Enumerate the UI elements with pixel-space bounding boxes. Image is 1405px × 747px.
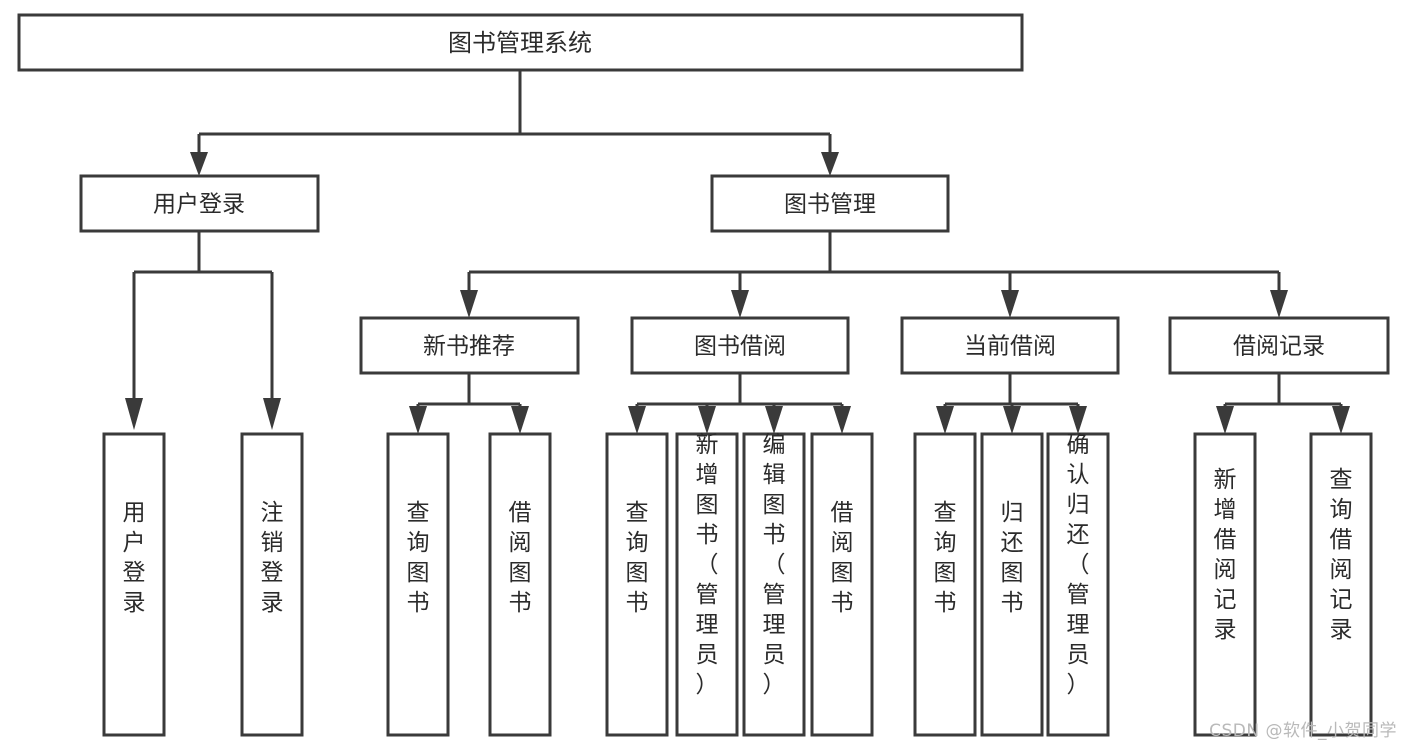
leaf-user-login-label: 用户登录 [123,500,146,616]
leaf-edit-book[interactable]: 编辑图书（管理员） [742,432,806,737]
leaf-query-book-1-box[interactable] [386,432,450,737]
node-borrow-record[interactable]: 借阅记录 [1168,316,1390,375]
leaf-borrow-book-2-label: 借阅图书 [831,500,854,616]
node-root[interactable]: 图书管理系统 [17,13,1024,72]
leaf-query-book-2-box[interactable] [605,432,669,737]
arrowhead-borrow-record [1270,290,1288,318]
node-borrow-record-box[interactable] [1168,316,1390,375]
node-borrow-record-label: 借阅记录 [1233,334,1325,360]
node-new-book-rec-label: 新书推荐 [423,334,515,360]
node-new-book-rec[interactable]: 新书推荐 [359,316,580,375]
arrowhead-leaf-add-record [1216,406,1234,434]
leaf-borrow-book-1-box[interactable] [488,432,552,737]
leaf-user-logout-box[interactable] [240,432,304,737]
leaf-query-book-2[interactable]: 查询图书 [605,432,669,737]
node-book-manage[interactable]: 图书管理 [710,174,950,233]
arrowhead-book-manage [821,152,839,176]
leaf-user-logout-label: 注销登录 [261,500,284,616]
leaf-edit-book-box[interactable] [742,432,806,737]
leaf-edit-book-label: 编辑图书（管理员） [763,432,786,698]
node-book-manage-label: 图书管理 [784,192,876,218]
leaf-confirm-return-label: 确认归还（管理员） [1067,432,1090,698]
arrowhead-leaf-query-record [1332,406,1350,434]
arrowhead-leaf-edit-book [765,406,783,434]
leaf-query-book-3-box[interactable] [913,432,977,737]
leaf-borrow-book-1-label: 借阅图书 [509,500,532,616]
leaf-query-book-1-label: 查询图书 [407,500,430,616]
leaf-confirm-return-box[interactable] [1046,432,1110,737]
leaf-query-book-1[interactable]: 查询图书 [386,432,450,737]
node-book-borrow-box[interactable] [630,316,850,375]
leaf-borrow-book-2[interactable]: 借阅图书 [810,432,874,737]
arrowhead-leaf-query-book-3 [936,406,954,434]
leaf-borrow-book-1[interactable]: 借阅图书 [488,432,552,737]
node-book-borrow-label: 图书借阅 [694,334,786,360]
node-new-book-rec-box[interactable] [359,316,580,375]
node-user-login[interactable]: 用户登录 [79,174,320,233]
arrowhead-leaf-return-book [1003,406,1021,434]
leaf-query-record-label: 查询借阅记录 [1330,467,1353,643]
arrowhead-user-login [190,152,208,176]
leaf-add-record[interactable]: 新增借阅记录 [1193,432,1257,737]
node-root-box[interactable] [17,13,1024,72]
arrowhead-leaf-add-book [698,406,716,434]
leaf-add-book[interactable]: 新增图书（管理员） [675,432,739,737]
arrowhead-leaf-confirm-return [1069,406,1087,434]
arrowhead-book-borrow [731,290,749,318]
arrowhead-leaf-borrow-book-2 [833,406,851,434]
arrowhead-leaf-query-book-1 [409,406,427,434]
leaf-return-book[interactable]: 归还图书 [980,432,1044,737]
leaf-add-book-label: 新增图书（管理员） [696,432,719,698]
node-current-borrow-label: 当前借阅 [964,334,1056,360]
leaf-confirm-return[interactable]: 确认归还（管理员） [1046,432,1110,737]
arrowhead-new-book-rec [460,290,478,318]
arrowhead-current-borrow [1001,290,1019,318]
leaf-query-book-3-label: 查询图书 [934,500,957,616]
leaf-return-book-label: 归还图书 [1001,500,1024,616]
connector-group [125,70,1350,434]
leaf-user-logout[interactable]: 注销登录 [240,432,304,737]
arrowhead-leaf-user-login [125,398,143,430]
node-book-borrow[interactable]: 图书借阅 [630,316,850,375]
arrowhead-leaf-user-logout [263,398,281,430]
leaf-user-login[interactable]: 用户登录 [102,432,166,737]
node-book-manage-box[interactable] [710,174,950,233]
arrowhead-leaf-borrow-book-1 [511,406,529,434]
node-current-borrow-box[interactable] [900,316,1120,375]
leaf-query-book-3[interactable]: 查询图书 [913,432,977,737]
leaf-query-book-2-label: 查询图书 [626,500,649,616]
leaf-add-book-box[interactable] [675,432,739,737]
node-current-borrow[interactable]: 当前借阅 [900,316,1120,375]
leaf-add-record-box[interactable] [1193,432,1257,737]
leaf-user-login-box[interactable] [102,432,166,737]
node-user-login-box[interactable] [79,174,320,233]
node-user-login-label: 用户登录 [153,192,245,218]
leaf-borrow-book-2-box[interactable] [810,432,874,737]
leaf-query-record[interactable]: 查询借阅记录 [1309,432,1373,737]
leaf-return-book-box[interactable] [980,432,1044,737]
leaf-query-record-box[interactable] [1309,432,1373,737]
arrowhead-leaf-query-book-2 [628,406,646,434]
leaf-add-record-label: 新增借阅记录 [1214,467,1237,643]
node-root-label: 图书管理系统 [448,29,592,57]
